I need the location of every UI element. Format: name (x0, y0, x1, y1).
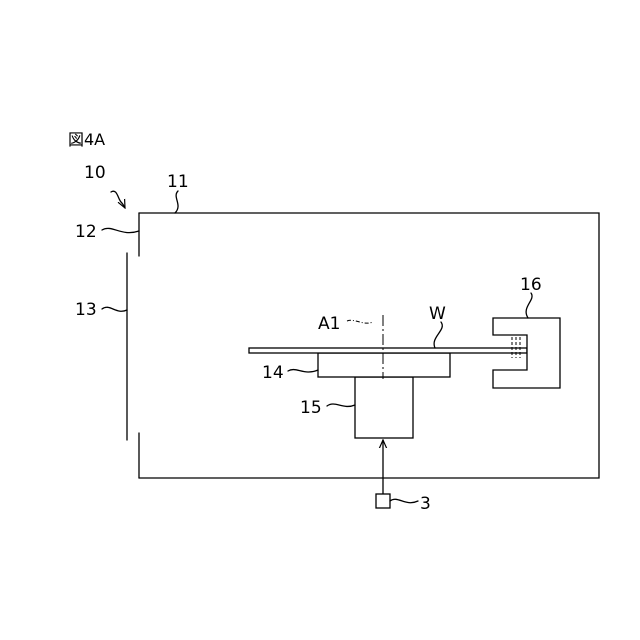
leader-line-12 (102, 228, 139, 232)
ref-13-label: 13 (75, 300, 97, 320)
leader-line-13 (102, 307, 127, 311)
ref-12-label: 12 (75, 222, 97, 242)
leader-line-w (434, 322, 442, 348)
figure-label: 図4A (68, 130, 105, 149)
leader-line-a1 (347, 320, 373, 323)
ref-3-label: 3 (420, 494, 431, 514)
apparatus-arrow (111, 191, 125, 208)
controller-box (376, 494, 390, 508)
leader-line-14 (288, 370, 318, 372)
drive-unit (355, 377, 413, 438)
ref-11-label: 11 (167, 172, 189, 192)
leader-line-16 (526, 293, 532, 318)
ref-10-label: 10 (84, 163, 106, 183)
ref-a1-label: A1 (318, 314, 340, 334)
leader-line-11 (175, 191, 178, 213)
ref-16-label: 16 (520, 275, 542, 295)
ref-15-label: 15 (300, 398, 322, 418)
leader-line-3 (390, 499, 418, 502)
holder (318, 353, 450, 377)
ref-w-label: W (429, 304, 446, 324)
ref-14-label: 14 (262, 363, 284, 383)
substrate-plate (249, 348, 527, 353)
leader-line-15 (327, 404, 355, 406)
